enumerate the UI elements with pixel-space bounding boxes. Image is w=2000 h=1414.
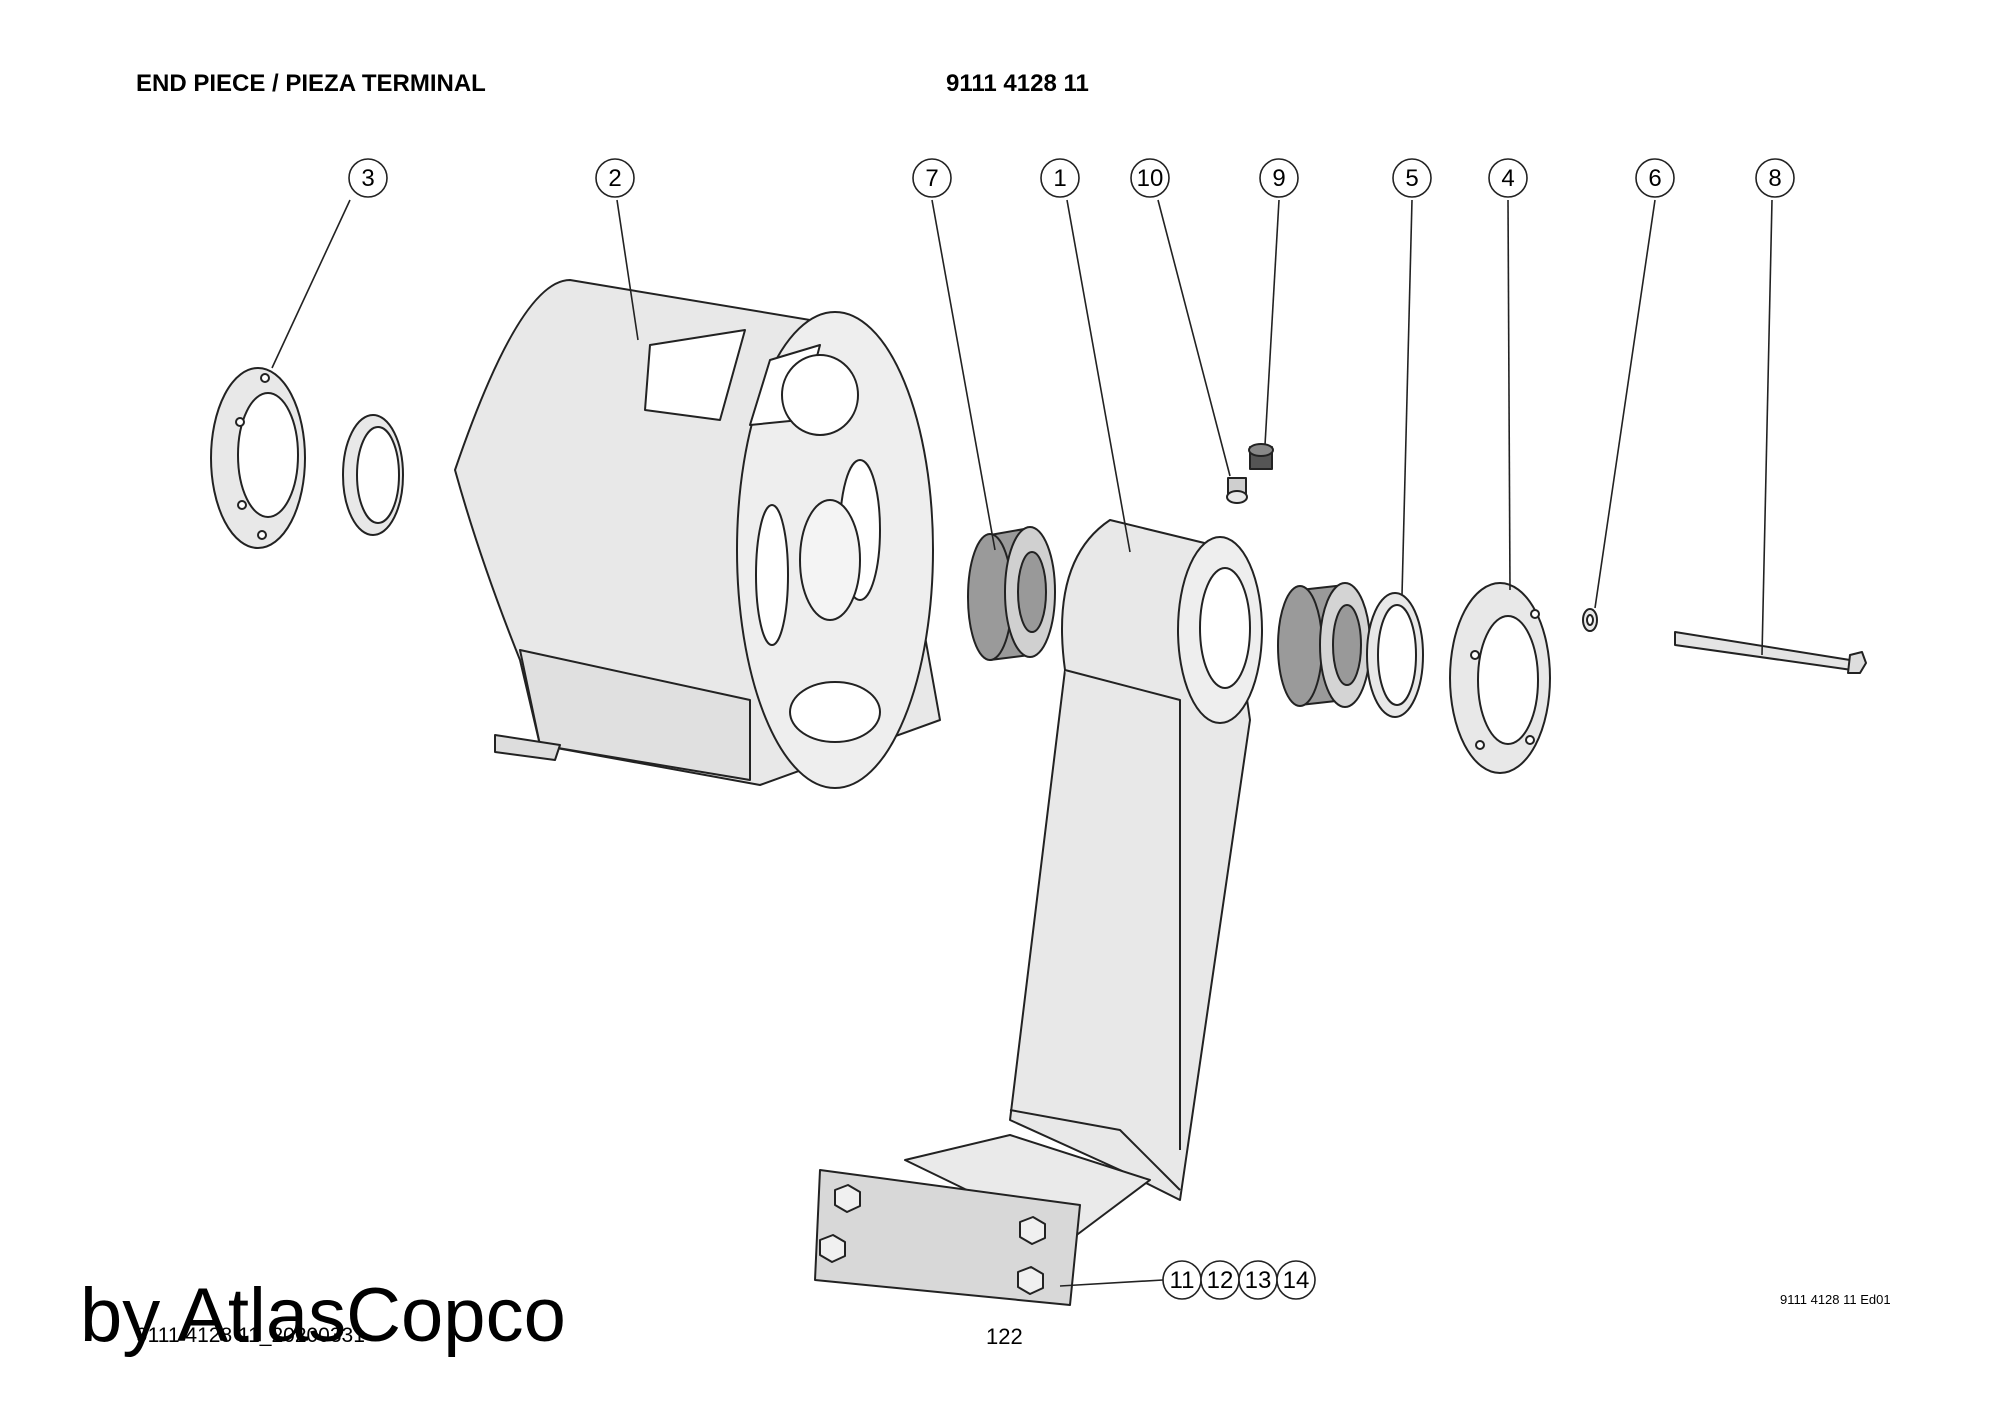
bearing-part-5 xyxy=(1277,582,1424,718)
callout-13: 13 xyxy=(1238,1260,1278,1300)
svg-text:10: 10 xyxy=(1137,165,1164,192)
seal-ring xyxy=(342,414,404,536)
watermark: by AtlasCopco xyxy=(80,1273,566,1358)
svg-text:9: 9 xyxy=(1272,165,1285,192)
svg-text:6: 6 xyxy=(1648,165,1661,192)
arm-part-1 xyxy=(814,519,1263,1306)
callout-4: 4 xyxy=(1488,158,1528,198)
page-title: END PIECE / PIEZA TERMINAL xyxy=(136,70,486,97)
svg-text:12: 12 xyxy=(1207,1267,1234,1294)
callout-7: 7 xyxy=(912,158,952,198)
grease-fitting-part-10 xyxy=(1226,477,1248,504)
svg-text:13: 13 xyxy=(1245,1267,1272,1294)
callout-1: 1 xyxy=(1040,158,1080,198)
svg-text:3: 3 xyxy=(361,165,374,192)
bushing-part-7 xyxy=(967,526,1056,661)
callout-2: 2 xyxy=(595,158,635,198)
svg-text:8: 8 xyxy=(1768,165,1781,192)
plug-part-9 xyxy=(1248,443,1274,470)
callout-12: 12 xyxy=(1200,1260,1240,1300)
callout-3: 3 xyxy=(348,158,388,198)
leader-lines xyxy=(271,199,1773,1287)
svg-text:14: 14 xyxy=(1283,1267,1310,1294)
svg-text:11: 11 xyxy=(1170,1267,1195,1294)
svg-text:2: 2 xyxy=(608,165,621,192)
callout-10: 10 xyxy=(1130,158,1170,198)
housing-part-2 xyxy=(454,279,941,789)
callout-8: 8 xyxy=(1755,158,1795,198)
svg-text:5: 5 xyxy=(1405,165,1418,192)
page-number: 122 xyxy=(986,1324,1023,1349)
part-number: 9111 4128 11 xyxy=(946,70,1089,97)
callout-14: 14 xyxy=(1276,1260,1316,1300)
callout-6: 6 xyxy=(1635,158,1675,198)
flange-part-4 xyxy=(1449,582,1551,774)
edition-label: 9111 4128 11 Ed01 xyxy=(1780,1292,1891,1307)
washer-part-6 xyxy=(1582,608,1598,632)
svg-text:7: 7 xyxy=(925,165,938,192)
svg-text:4: 4 xyxy=(1501,165,1514,192)
document-reference: 9111 4128 11_20200331 xyxy=(136,1324,365,1347)
callout-11: 11 xyxy=(1162,1260,1202,1300)
callout-9: 9 xyxy=(1259,158,1299,198)
flange-part-3 xyxy=(210,367,306,549)
callout-5: 5 xyxy=(1392,158,1432,198)
svg-text:1: 1 xyxy=(1053,165,1066,192)
bolt-part-8 xyxy=(1674,631,1867,674)
